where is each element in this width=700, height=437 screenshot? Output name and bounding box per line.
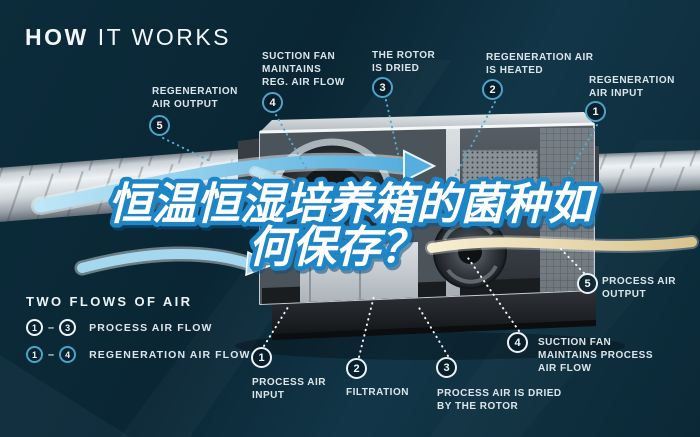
number-badge-proc-3: 3 <box>436 357 457 378</box>
machine-base-lip <box>272 320 596 340</box>
legend-circle-4: 4 <box>59 346 77 363</box>
machine-top-rim <box>259 122 595 134</box>
callout-process-air-input: PROCESS AIR INPUT <box>252 377 327 402</box>
number-badge-reg-2: 2 <box>482 79 503 100</box>
callout-process-air-dried: PROCESS AIR IS DRIED BY THE ROTOR <box>437 388 562 413</box>
callout-suction-fan-process: SUCTION FAN MAINTAINS PROCESS AIR FLOW <box>538 337 653 375</box>
callout-filtration: FILTRATION <box>346 387 409 398</box>
number-badge-proc-4: 4 <box>507 332 528 353</box>
legend-circle-1-reg: 1 <box>26 346 43 363</box>
title-light: IT WORKS <box>97 24 232 50</box>
legend-label-process: PROCESS AIR FLOW <box>89 321 213 334</box>
title-bold: HOW <box>25 24 89 50</box>
callout-reg-air-heated: REGENERATION AIR IS HEATED <box>486 52 594 77</box>
legend-dash: – <box>48 321 55 334</box>
legend-circle-3: 3 <box>59 319 77 336</box>
legend-title: TWO FLOWS OF AIR <box>26 294 193 309</box>
legend-dash-2: – <box>48 348 55 361</box>
leader-lines-regeneration <box>162 99 598 183</box>
number-badge-reg-1: 1 <box>585 101 606 122</box>
number-badge-proc-1: 1 <box>251 347 272 368</box>
legend-label-regeneration: REGENERATION AIR FLOW <box>89 348 251 361</box>
airflow-arrow-cream <box>425 235 699 255</box>
callout-suction-fan-reg: SUCTION FAN MAINTAINS REG. AIR FLOW <box>262 51 345 89</box>
spiral-duct-right-icon <box>593 150 700 194</box>
number-badge-reg-4: 4 <box>262 92 283 113</box>
page-title: HOW IT WORKS <box>25 24 231 51</box>
legend-row-process: 1 – 3 PROCESS AIR FLOW <box>26 319 250 336</box>
number-badge-proc-2: 2 <box>346 358 367 379</box>
machine-top-face <box>260 112 594 132</box>
leader-lines-process <box>263 245 585 358</box>
number-badge-reg-3: 3 <box>372 77 393 98</box>
callout-process-air-output: PROCESS AIR OUTPUT <box>602 276 677 301</box>
airflow-arrow-input <box>74 246 274 277</box>
callout-reg-air-input: REGENERATION AIR INPUT <box>589 75 675 100</box>
headline-line1: 恒温恒湿培养箱的菌种如 <box>108 180 598 229</box>
callout-rotor-is-dried: THE ROTOR IS DRIED <box>372 50 436 75</box>
airflow-arrow-blue <box>31 149 437 247</box>
background-streaks <box>0 355 130 437</box>
legend-circle-1: 1 <box>26 319 43 336</box>
callout-regeneration-air-output: REGENERATION AIR OUTPUT <box>152 86 238 111</box>
legend-two-flows: TWO FLOWS OF AIR 1 – 3 PROCESS AIR FLOW … <box>26 294 250 363</box>
legend-row-regeneration: 1 – 4 REGENERATION AIR FLOW <box>26 346 250 363</box>
number-badge-proc-5: 5 <box>577 273 598 294</box>
headline-line2: 何保存？ <box>248 223 424 272</box>
number-badge-reg-5: 5 <box>149 115 170 136</box>
